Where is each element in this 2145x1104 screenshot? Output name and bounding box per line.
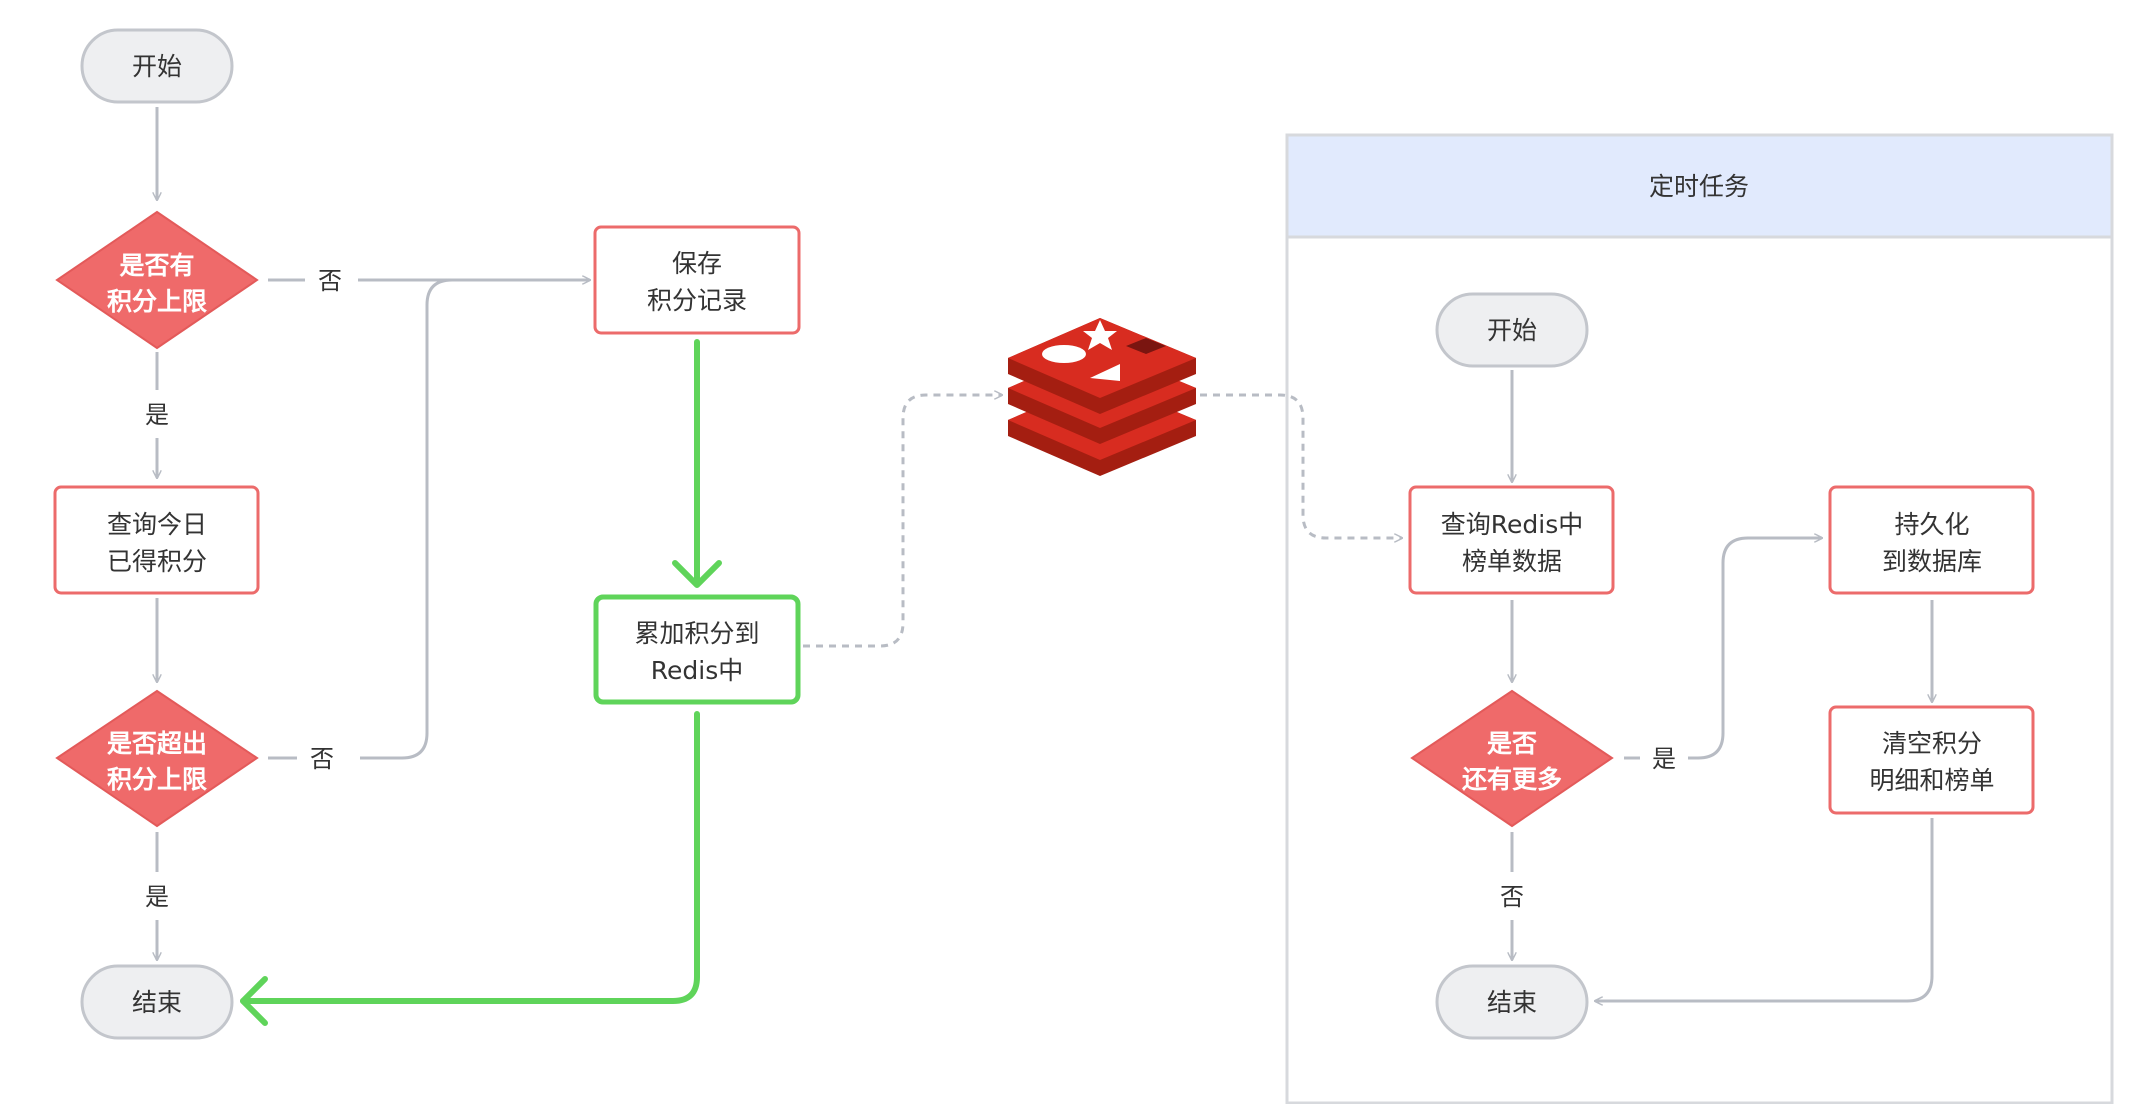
- persist-line1: 持久化: [1894, 510, 1969, 539]
- node-task-start: 开始: [1435, 292, 1589, 368]
- decision-more-line2: 还有更多: [1462, 765, 1562, 794]
- label-limit-no: 否: [318, 267, 342, 295]
- edge-exceed-no-b: [360, 278, 453, 760]
- node-start: 开始: [80, 28, 234, 104]
- clear-line2: 明细和榜单: [1869, 766, 1994, 795]
- label-limit-yes: 是: [145, 401, 169, 429]
- label-exceed-no: 否: [310, 745, 334, 773]
- scheduled-task-container: 定时任务: [1285, 133, 2114, 1104]
- decision-more-line1: 是否: [1487, 729, 1537, 758]
- task-start-terminal: [1435, 292, 1589, 368]
- decision-limit-line1: 是否有: [119, 251, 194, 280]
- task-connectors: [1512, 370, 1932, 1001]
- save-record-line2: 积分记录: [647, 286, 747, 315]
- task-header: [1285, 133, 2114, 239]
- query-redis-line1: 查询Redis中: [1441, 510, 1583, 539]
- persist-box: [1828, 485, 2035, 595]
- node-decision-more: 是否 还有更多: [1410, 689, 1614, 828]
- label-more-yes: 是: [1652, 745, 1676, 773]
- edge-clear-to-end: [1595, 818, 1934, 1001]
- clear-box: [1828, 705, 2035, 815]
- highlight-path: [240, 339, 722, 1026]
- edge-save-to-accumulate-arrowhead: [672, 560, 722, 588]
- node-decision-limit: 是否有 积分上限: [55, 210, 259, 350]
- node-decision-exceed: 是否超出 积分上限: [55, 689, 259, 828]
- edge-more-yes-b: [1688, 538, 1822, 760]
- decision-limit-shape: [55, 210, 259, 350]
- edge-accumulate-to-redis: [803, 395, 1002, 648]
- node-persist: 持久化 到数据库: [1828, 485, 2035, 595]
- decision-limit-line2: 积分上限: [107, 287, 207, 316]
- end-label: 结束: [132, 988, 182, 1017]
- start-label: 开始: [132, 52, 182, 81]
- redis-logo-icon: [1008, 318, 1196, 476]
- decision-exceed-line2: 积分上限: [107, 765, 207, 794]
- node-accumulate: 累加积分到 Redis中: [593, 594, 801, 705]
- end-terminal: [80, 964, 234, 1040]
- task-title: 定时任务: [1649, 172, 1749, 201]
- node-end: 结束: [80, 964, 234, 1040]
- edge-accumulate-to-end-arrowhead: [240, 976, 268, 1026]
- query-today-line1: 查询今日: [107, 510, 207, 539]
- query-today-line2: 已得积分: [107, 547, 207, 576]
- save-record-box: [593, 225, 801, 335]
- accumulate-line1: 累加积分到: [634, 619, 759, 648]
- task-end-label: 结束: [1487, 988, 1537, 1017]
- task-end-terminal: [1435, 964, 1589, 1040]
- clear-line1: 清空积分: [1882, 729, 1982, 758]
- task-start-label: 开始: [1487, 316, 1537, 345]
- node-clear: 清空积分 明细和榜单: [1828, 705, 2035, 815]
- start-terminal: [80, 28, 234, 104]
- node-query-redis: 查询Redis中 榜单数据: [1408, 485, 1615, 595]
- decision-exceed-line1: 是否超出: [107, 729, 207, 758]
- node-task-end: 结束: [1435, 964, 1589, 1040]
- label-more-no: 否: [1500, 883, 1524, 911]
- edge-labels: 否 是 否 是 是 否: [145, 267, 1676, 911]
- task-frame: [1285, 133, 2114, 1104]
- accumulate-box: [593, 594, 801, 705]
- save-record-line1: 保存: [672, 249, 722, 278]
- decision-more-shape: [1410, 689, 1614, 828]
- decision-exceed-shape: [55, 689, 259, 828]
- persist-line2: 到数据库: [1882, 547, 1982, 576]
- query-redis-line2: 榜单数据: [1462, 547, 1562, 576]
- edge-accumulate-to-end: [240, 711, 700, 1004]
- query-redis-box: [1408, 485, 1615, 595]
- node-save-record: 保存 积分记录: [593, 225, 801, 335]
- accumulate-line2: Redis中: [651, 656, 743, 685]
- label-exceed-yes: 是: [145, 883, 169, 911]
- query-today-box: [53, 485, 260, 595]
- node-query-today: 查询今日 已得积分: [53, 485, 260, 595]
- left-connectors: [157, 107, 590, 960]
